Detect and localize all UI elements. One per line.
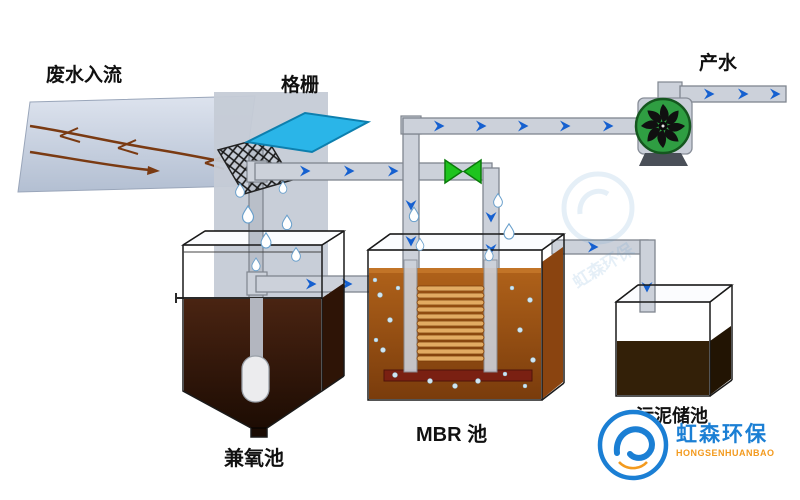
label-bar-screen: 格栅: [281, 75, 320, 96]
brand-logo-icon: [597, 409, 669, 481]
product-pump: [634, 81, 787, 166]
brand-name-en: HONGSENHUANBAO: [676, 448, 775, 458]
stream-arrowhead: [147, 166, 160, 175]
label-anoxic-tank: 兼氧池: [224, 448, 284, 470]
sludge-tank-fill: [617, 326, 731, 395]
label-mbr-tank: MBR 池: [416, 424, 488, 446]
logo-swirl: [613, 426, 655, 461]
diffuser: [241, 355, 270, 403]
membrane-stack: [416, 285, 485, 362]
brand-name-cn: 虹森环保: [676, 423, 768, 446]
pump-stand: [639, 153, 688, 166]
watermark: 虹森环保: [561, 171, 638, 292]
aeration-bubbles: [372, 277, 536, 389]
top-pipe: [400, 115, 644, 135]
submerged-pipe: [250, 298, 263, 360]
product-pipe: [679, 85, 787, 103]
sludge-pipe: [551, 239, 656, 313]
screen-plate: [243, 111, 372, 154]
transfer-pipe: [246, 271, 376, 296]
valve: [444, 158, 482, 185]
label-wastewater-inflow: 废水入流: [46, 65, 123, 86]
membrane-module: [372, 259, 536, 389]
logo-arc: [618, 461, 648, 470]
label-product-water: 产水: [699, 53, 738, 74]
fan-blades: [641, 104, 685, 148]
tank-outlines: [182, 230, 733, 438]
